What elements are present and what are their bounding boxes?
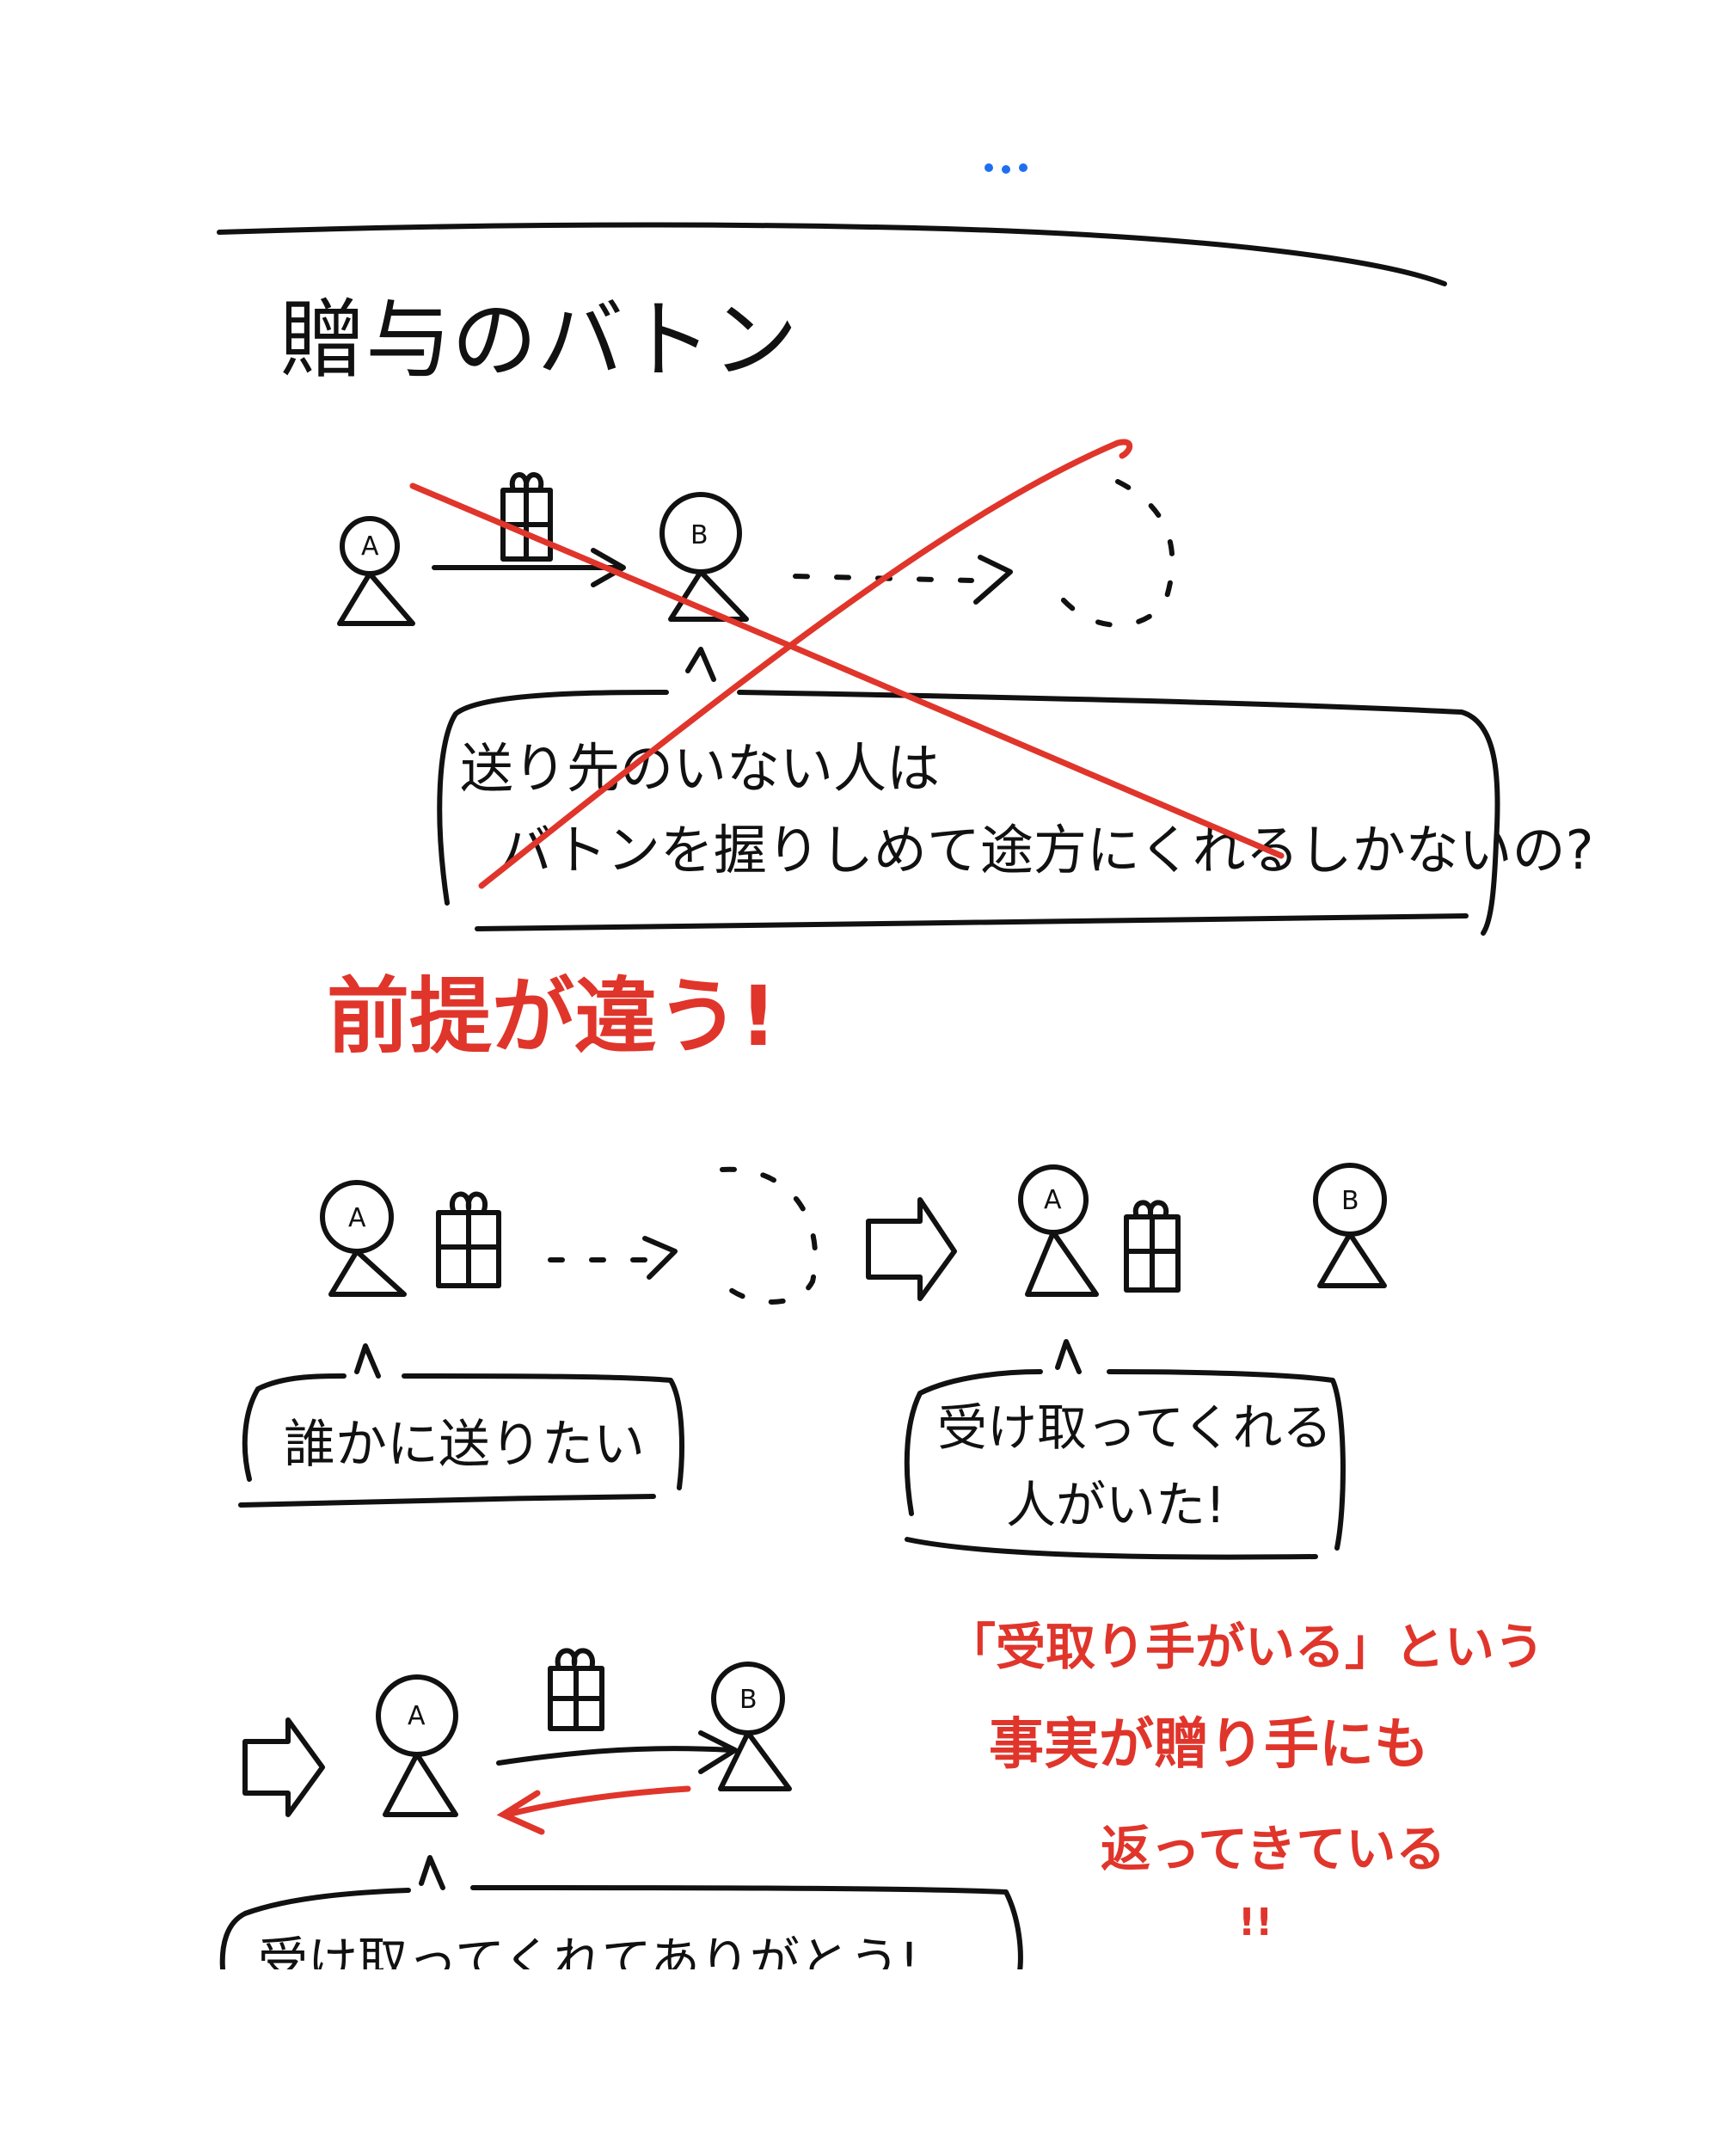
person-a-left-label: A bbox=[348, 1203, 366, 1233]
bubble-left-text: 誰かに送りたい bbox=[284, 1415, 645, 1475]
scene3: A B 受け取ってくれてありがとう! bbox=[219, 1648, 1023, 1990]
arrow-a-to-b bbox=[432, 548, 626, 587]
red-note: 「受取り手がいる」という 事実が贈り手にも 返ってきている !! bbox=[946, 1618, 1544, 1944]
person-a-label: A bbox=[361, 531, 379, 562]
person-a-left-figure: A bbox=[320, 1180, 407, 1297]
scene2: A A B 誰かに送りたい bbox=[238, 1163, 1387, 1560]
arrow-a-to-b bbox=[496, 1730, 738, 1774]
bubble-1-line2: バトンを握りしめて途方にくれるしかないの? bbox=[499, 819, 1594, 882]
blue-dots bbox=[985, 163, 1027, 174]
premise-wrong-text: 前提が違う! bbox=[327, 968, 777, 1065]
empty-recipient-outline bbox=[1055, 479, 1175, 628]
person-b-right-figure: B bbox=[1313, 1163, 1387, 1288]
bubble-3-outline bbox=[219, 1855, 1023, 1981]
note-line2: 事実が贈り手にも bbox=[989, 1713, 1429, 1777]
page-bottom-blank bbox=[0, 1969, 1736, 2150]
person-b-figure: B bbox=[711, 1662, 792, 1791]
empty-recipient-outline bbox=[720, 1166, 819, 1305]
person-a-right-figure: A bbox=[1018, 1164, 1099, 1297]
bubble-1-line1: 送り先のいない人は bbox=[460, 737, 940, 800]
page-title: 贈与のバトン bbox=[279, 290, 798, 390]
person-a-figure: A bbox=[376, 1674, 458, 1817]
person-a-figure: A bbox=[337, 516, 415, 626]
bubble-right-line1: 受け取ってくれる bbox=[937, 1398, 1332, 1457]
transition-arrow-icon bbox=[866, 1197, 957, 1301]
person-b-label: B bbox=[739, 1685, 758, 1715]
person-b-label: B bbox=[690, 520, 709, 550]
note-line1: 「受取り手がいる」という bbox=[946, 1618, 1544, 1676]
red-cross-stroke-2 bbox=[478, 439, 1133, 889]
gift-box-icon bbox=[500, 472, 553, 562]
red-cross-stroke-1 bbox=[409, 482, 1285, 859]
gift-box-icon bbox=[436, 1191, 501, 1288]
bubble-right-outline bbox=[904, 1339, 1346, 1560]
bubble-left-outline bbox=[238, 1343, 684, 1508]
note-line4: !! bbox=[1238, 1901, 1273, 1944]
return-arrow-red bbox=[496, 1785, 691, 1835]
scene1: A B 送り先のいない人は バトンを握りしめて途方にくれるしかないの? bbox=[337, 439, 1594, 936]
person-a-right-label: A bbox=[1044, 1185, 1062, 1215]
person-b-figure: B bbox=[659, 492, 749, 622]
bubble-1-outline bbox=[437, 647, 1500, 936]
dashed-arrow-head bbox=[642, 1236, 678, 1280]
transition-arrow-icon bbox=[242, 1717, 325, 1817]
gift-box-icon bbox=[1124, 1200, 1181, 1293]
dashed-arrow-head bbox=[973, 555, 1013, 605]
bubble-right-line2: 人がいた! bbox=[1006, 1476, 1225, 1534]
person-a-label: A bbox=[408, 1701, 426, 1731]
person-b-right-label: B bbox=[1341, 1186, 1359, 1216]
gift-box-icon bbox=[548, 1648, 604, 1731]
top-rule bbox=[217, 222, 1447, 286]
note-line3: 返ってきている bbox=[1101, 1820, 1445, 1878]
